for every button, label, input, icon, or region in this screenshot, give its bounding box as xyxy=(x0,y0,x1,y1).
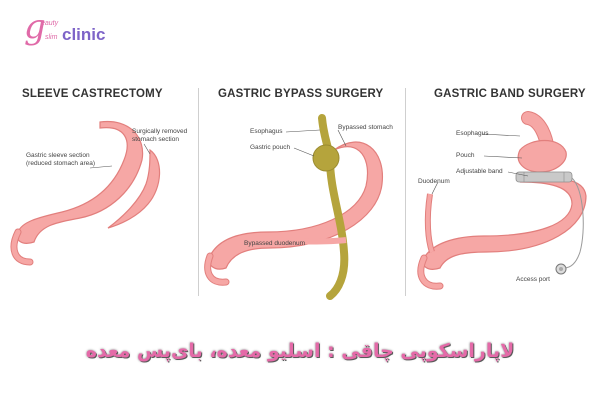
band-access-tube xyxy=(563,177,584,269)
sleeve-label-removed-line2: stomach section xyxy=(132,136,179,143)
band-label-pouch: Pouch xyxy=(456,152,475,159)
sleeve-stomach xyxy=(16,120,144,244)
band-label-esophagus: Esophagus xyxy=(456,130,489,137)
sleeve-label-section-line1: Gastric sleeve section xyxy=(26,152,90,159)
band-title: GASTRIC BAND SURGERY xyxy=(434,88,586,100)
bypass-diagram xyxy=(204,114,383,300)
band-label-duodenum: Duodenum xyxy=(418,178,450,185)
sleeve-label-section: Gastric sleeve section (reduced stomach … xyxy=(26,152,95,168)
bypass-label-pouch: Gastric pouch xyxy=(250,144,291,151)
logo-eauty-text: eauty xyxy=(41,20,59,27)
sleeve-label-removed-line1: Surgically removed xyxy=(132,128,188,135)
sleeve-title: SLEEVE CASTRECTOMY xyxy=(22,88,163,100)
bypass-stomach xyxy=(208,141,383,270)
bypass-title: GASTRIC BYPASS SURGERY xyxy=(218,88,384,100)
divider-right xyxy=(405,88,406,296)
sleeve-diagram xyxy=(10,120,161,266)
logo-g-letter: g xyxy=(24,7,46,47)
sleeve-label-removed: Surgically removed stomach section xyxy=(132,128,187,144)
persian-caption: لاپاراسکوپی چاقی : اسلیو معده، بای‌پس مع… xyxy=(85,340,515,362)
band-adjustable-band xyxy=(515,171,573,183)
band-label-band: Adjustable band xyxy=(456,168,503,175)
logo-clinic-text: clinic xyxy=(62,25,106,44)
band-label-port: Access port xyxy=(516,276,550,283)
band-pouch xyxy=(517,139,567,173)
sleeve-removed-section xyxy=(107,148,161,229)
bypass-label-duodenum: Bypassed duodenum xyxy=(244,240,306,247)
logo-slim-text: slim xyxy=(45,34,58,41)
bypass-gastric-pouch xyxy=(312,144,340,172)
sleeve-label-section-line2: (reduced stomach area) xyxy=(26,160,96,167)
band-stomach xyxy=(422,178,587,270)
bypass-label-esophagus: Esophagus xyxy=(250,128,283,135)
clinic-logo: g eauty slim clinic xyxy=(24,10,114,50)
band-diagram xyxy=(417,111,587,290)
bypass-label-bypassed-stomach: Bypassed stomach xyxy=(338,124,393,131)
divider-left xyxy=(198,88,199,296)
